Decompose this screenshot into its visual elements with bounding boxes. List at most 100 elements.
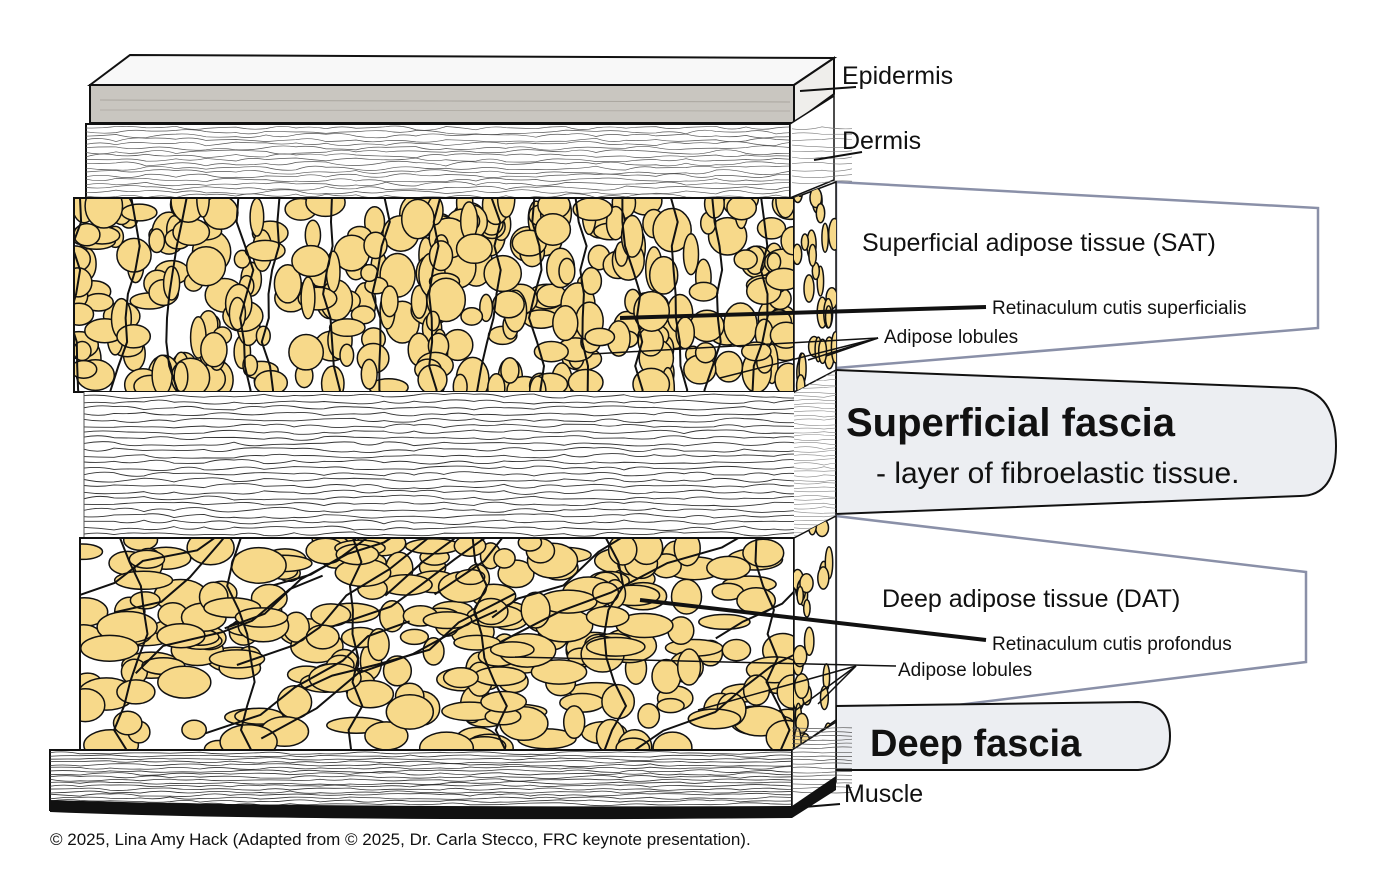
sat-adipose-lobule [74, 359, 98, 379]
superficial-fascia-fiber [84, 417, 794, 424]
label-dat: Deep adipose tissue (DAT) [882, 585, 1180, 613]
superficial-fascia-side-fiber [794, 446, 836, 450]
sat-adipose-lobule [533, 340, 569, 363]
dermis-fiber [86, 189, 790, 195]
sat-adipose-lobule [244, 239, 286, 262]
sat-septum [74, 198, 83, 392]
dat-septum [115, 538, 225, 614]
sat-adipose-lobule [648, 255, 679, 295]
superficial-fascia-fiber [84, 489, 794, 495]
superficial-fascia-side-fiber [794, 418, 836, 421]
muscle-side-fiber [791, 766, 853, 770]
superficial-fascia-fiber [84, 423, 794, 429]
superficial-fascia-side-fiber [794, 458, 836, 462]
dat-side-lobule [814, 518, 830, 538]
muscle-layer [49, 720, 853, 820]
muscle-side-fiber [791, 742, 853, 746]
superficial-fascia-side-fiber [794, 495, 836, 498]
superficial-fascia-fiber [84, 411, 794, 417]
sat-adipose-lobule [487, 372, 506, 392]
dat-adipose-lobule [687, 708, 742, 730]
dat-septum-vertical [471, 538, 508, 750]
sat-adipose-lobule [200, 331, 228, 368]
muscle-fiber [50, 775, 792, 780]
sat-adipose-lobule [580, 266, 603, 296]
muscle-side-fiber [791, 751, 853, 754]
sat-adipose-lobule [380, 285, 399, 318]
dermis-fiber [86, 165, 790, 171]
dat-side-lobule [803, 626, 815, 656]
sat-adipose-lobule [360, 358, 378, 390]
dat-adipose-lobule [346, 679, 395, 709]
muscle-fiber [50, 772, 792, 776]
sat-adipose-lobule [291, 244, 331, 278]
muscle-fiber [50, 792, 792, 797]
superficial-fascia-side-fiber [794, 486, 836, 489]
dat-adipose-lobule [670, 578, 703, 615]
sat-septum [235, 198, 255, 392]
sat-septum [165, 198, 188, 392]
superficial-fascia-fiber [84, 453, 794, 459]
dat-adipose-lobule [585, 636, 646, 657]
sat-septum [428, 198, 442, 392]
dermis-fiber [86, 149, 790, 156]
superficial-fascia-side-fiber [794, 490, 836, 493]
sat-adipose-lobule [714, 350, 744, 383]
dat-adipose-lobule [157, 665, 212, 699]
sat-septum [703, 198, 724, 392]
sat-adipose-lobule [707, 216, 748, 256]
sat-adipose-lobule [455, 233, 493, 265]
sat-side-lobule [808, 243, 818, 267]
superficial-fascia-side-fiber [794, 474, 836, 478]
dat-adipose-lobule [230, 546, 287, 584]
dat-adipose-lobule [442, 666, 479, 689]
muscle-fiber [50, 765, 792, 770]
sat-side-lobule [800, 233, 810, 251]
superficial-fascia-side-fiber [794, 449, 836, 453]
sat-adipose-lobule [572, 198, 613, 222]
dat-septum [260, 609, 498, 740]
sat-septum [109, 198, 141, 392]
superficial-fascia-fiber [84, 429, 794, 435]
dat-callout [834, 514, 1308, 722]
dat-adipose-lobule [181, 719, 208, 740]
muscle-fiber [50, 799, 792, 803]
muscle-fiber [50, 751, 792, 755]
muscle-side-fiber [791, 771, 853, 774]
dat-adipose-lobule [489, 641, 535, 659]
superficial-fascia-fiber [84, 471, 794, 477]
superficial-fascia-fiber [84, 447, 794, 453]
superficial-fascia-fiber [84, 435, 794, 441]
sat-adipose-lobule [682, 233, 700, 276]
sat-adipose-lobule [534, 213, 572, 246]
superficial-fascia-fiber [84, 519, 794, 525]
leader-lines [514, 86, 987, 809]
superficial-fascia-layer [83, 371, 836, 538]
dermis-fiber [86, 141, 790, 147]
muscle-fiber [50, 763, 792, 768]
superficial-fascia-side-fiber [794, 390, 836, 394]
superficial-fascia-fiber [84, 483, 794, 490]
muscle-side-fiber [791, 746, 853, 749]
sat-adipose-lobule [780, 225, 794, 256]
dat-side-lobule [817, 566, 830, 590]
dat-septum-vertical [603, 538, 628, 750]
sat-side-lobule [824, 305, 833, 329]
superficial-fascia-side-fiber [794, 402, 836, 406]
superficial-fascia-side-fiber [794, 410, 836, 413]
sat-adipose-lobule [305, 198, 346, 218]
sat-adipose-lobule [620, 214, 644, 258]
sat-adipose-lobule [733, 249, 758, 270]
sat-septum [475, 198, 502, 392]
sat-adipose-lobule [765, 267, 794, 291]
dat-adipose-lobule [418, 731, 475, 750]
sat-adipose-lobule [84, 198, 124, 229]
dat-septum [491, 538, 623, 619]
dat-adipose-lobule [382, 655, 413, 687]
muscle-side-fiber [791, 730, 853, 733]
deep-fascia-callout [835, 700, 1172, 771]
dat-adipose-lobule [335, 543, 380, 566]
sat-adipose-lobule [567, 368, 604, 392]
superficial-fascia-side-fiber [794, 515, 836, 518]
superficial-fascia-fiber [84, 393, 794, 399]
